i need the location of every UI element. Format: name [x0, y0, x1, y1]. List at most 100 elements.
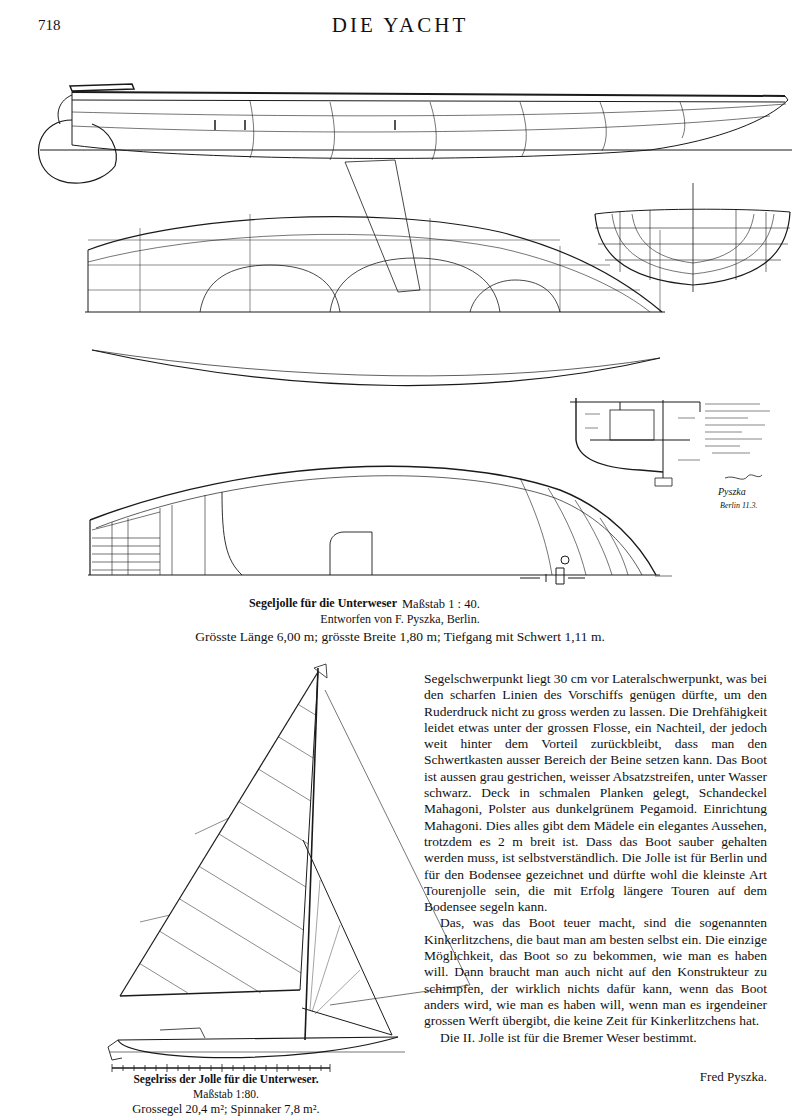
drawing-line [430, 102, 436, 160]
drawing-line [660, 230, 661, 312]
drawing-line [600, 518, 628, 575]
drawing-line [112, 522, 113, 575]
drawing-line [585, 404, 770, 460]
drawing-line [600, 102, 606, 151]
running-header: DIE YACHT [332, 13, 468, 37]
drawing-line [72, 96, 788, 158]
drawing-line [140, 704, 316, 993]
half-breadth-plan [92, 350, 660, 386]
drawing-line [680, 102, 685, 138]
dimension-note: Grösste Länge 6,00 m; grösste Breite 1,8… [195, 629, 605, 645]
drawing-line [92, 350, 660, 386]
drawing-line [205, 495, 206, 575]
drawing-line [705, 404, 770, 453]
drawing-line [430, 218, 431, 312]
drawing-line [112, 1064, 330, 1072]
drawing-line [118, 1037, 398, 1058]
drawing-line [222, 492, 242, 575]
scale-note: Maßstab 1 : 40. [402, 597, 480, 611]
drawing-signature: Pyszka [718, 486, 746, 498]
drawing-line [548, 488, 586, 575]
drawing-line [585, 414, 700, 460]
drawing-line [92, 350, 660, 376]
drawing-line [520, 478, 552, 575]
drawing-line [72, 92, 73, 145]
drawing-line [736, 210, 737, 280]
drawing-line [40, 150, 792, 151]
figure-caption: Segeljolle für die Unterweser [249, 597, 397, 611]
drawing-line [89, 520, 90, 575]
drawing-line [110, 1052, 405, 1053]
drawing-line [561, 556, 569, 564]
drawing-line [39, 120, 117, 183]
drawing-line [160, 1028, 205, 1038]
drawing-line [96, 476, 642, 575]
drawing-line [72, 104, 786, 116]
drawing-line [700, 402, 701, 412]
drawing-line [655, 478, 672, 486]
drawing-line [244, 120, 246, 130]
drawing-line [560, 246, 561, 312]
drawing-line [120, 672, 318, 996]
drawing-line [72, 92, 785, 96]
hull-profile [39, 84, 792, 292]
drawing-line [140, 818, 229, 922]
drawing-line [330, 532, 372, 575]
sail-area-note: Grossegel 20,4 m²; Spinnaker 7,8 m². [132, 1102, 319, 1116]
drawing-line [655, 576, 672, 577]
drawing-line [605, 260, 781, 261]
drawing-line [92, 495, 205, 575]
drawing-line [310, 880, 360, 1014]
drawing-line [172, 505, 173, 575]
drawing-line [766, 212, 767, 272]
article-column: Segelschwerpunkt liegt 30 cm vor Lateral… [424, 671, 767, 1046]
drawing-line [85, 312, 665, 313]
body-paragraph: Die II. Jolle ist für die Bremer Weser b… [424, 1030, 767, 1046]
drawing-line [108, 1040, 122, 1060]
drawing-line [620, 402, 621, 410]
drawing-line [620, 212, 621, 272]
drawing-line [725, 475, 762, 479]
figure-caption: Segelriss der Jolle für die Unterweser. [133, 1073, 318, 1086]
drawing-line [200, 265, 340, 312]
drawing-line [693, 183, 694, 292]
drawing-line [330, 102, 335, 160]
drawing-line [214, 120, 216, 130]
midship-section [570, 398, 770, 486]
drawing-line [88, 265, 610, 266]
drawing-line [598, 244, 788, 245]
body-paragraph: Das, was das Boot teuer macht, sind die … [424, 915, 767, 1029]
sail-plan [108, 664, 470, 1060]
page-number: 718 [38, 17, 61, 34]
drawing-line [394, 120, 396, 130]
drawing-line [520, 568, 585, 584]
drawing-line [140, 228, 141, 312]
drawing-line [595, 228, 790, 229]
drawing-line [575, 500, 612, 575]
drawing-line [663, 400, 664, 478]
drawing-line [90, 466, 656, 575]
drawing-line [128, 518, 129, 575]
drawing-line [140, 704, 316, 993]
drawing-line [70, 84, 134, 91]
body-paragraph: Segelschwerpunkt liegt 30 cm vor Lateral… [424, 671, 767, 915]
drawing-line [88, 575, 660, 576]
author-signature: Fred Pyszka. [700, 1070, 767, 1085]
drawing-line [650, 210, 651, 280]
interior-plan [88, 466, 762, 584]
drawing-line [88, 240, 560, 241]
drawing-line [330, 258, 500, 312]
lines-plan [85, 214, 665, 312]
drawing-line [118, 1037, 398, 1040]
drawing-line [120, 990, 300, 996]
body-plan [595, 183, 790, 292]
designer-note: Entworfen von F. Pyszka, Berlin. [320, 613, 479, 627]
drawing-line [88, 250, 89, 312]
drawing-line [610, 410, 654, 440]
drawing-line [595, 209, 790, 214]
drawing-line [72, 100, 785, 102]
drawing-line [88, 290, 640, 291]
scale-bar [112, 1064, 330, 1072]
drawing-line [250, 214, 251, 312]
scale-note: Maßstab 1:80. [193, 1088, 259, 1101]
